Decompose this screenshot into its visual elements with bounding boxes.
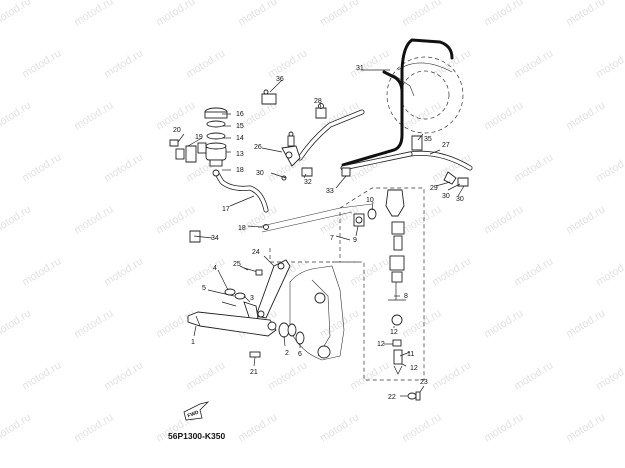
callout-15: 15 [236,123,244,130]
callout-numbers: 16 15 14 13 18 19 20 17 26 30 36 28 32 3… [173,65,464,401]
callout-28: 28 [314,98,322,105]
leader-lines [177,69,465,397]
master-cylinder-8 [385,189,421,401]
callout-30a: 30 [256,170,264,177]
callout-12c: 12 [410,365,418,372]
union-bolt-10 [353,208,377,227]
callout-14: 14 [236,135,244,142]
brake-pedal-1 [187,311,277,337]
callout-13: 13 [236,151,244,158]
callout-22: 22 [388,394,396,401]
fwd-label: FWD [187,409,200,419]
brake-pipe-26 [281,109,365,167]
callout-18a: 18 [236,167,244,174]
callout-10: 10 [366,197,374,204]
callout-30c: 30 [456,196,464,203]
callout-8: 8 [404,293,408,300]
callout-34: 34 [211,235,219,242]
callout-20: 20 [173,127,181,134]
brake-arm-24 [255,259,291,319]
brake-hose-27 [340,150,473,171]
callout-4: 4 [213,265,217,272]
callout-29: 29 [430,185,438,192]
frame-bracket [261,203,373,361]
callout-5: 5 [202,285,206,292]
callout-27: 27 [442,142,450,149]
diagram-code: 56P1300-K350 [168,431,226,441]
callout-21: 21 [250,369,258,376]
callout-6: 6 [298,351,302,358]
callout-3: 3 [250,295,254,302]
fwd-arrow-icon: FWD [183,401,210,421]
callout-12a: 12 [377,341,385,348]
callout-12b: 12 [390,329,398,336]
bolts-washers [221,267,263,321]
callout-1: 1 [191,339,195,346]
callout-26: 26 [254,144,262,151]
small-hardware [169,89,469,243]
callout-31: 31 [356,65,364,72]
callout-2: 2 [285,350,289,357]
callout-17: 17 [222,206,230,213]
callout-30b: 30 [442,193,450,200]
callout-32: 32 [304,179,312,186]
rear-disc-outline [386,56,464,134]
callout-19: 19 [195,134,203,141]
reservoir-assembly [197,107,228,167]
callout-18b: 18 [238,225,246,232]
callout-33: 33 [326,188,334,195]
callout-25: 25 [233,261,241,268]
callout-9: 9 [353,237,357,244]
callout-7: 7 [330,235,334,242]
callout-23: 23 [420,379,428,386]
callout-35: 35 [424,136,432,143]
callout-36: 36 [276,76,284,83]
callout-24: 24 [252,249,260,256]
callout-16: 16 [236,111,244,118]
pivot-parts [249,322,305,358]
reservoir-hose-17 [212,169,269,213]
brake-hose-31 [341,38,454,167]
callout-11: 11 [407,351,414,358]
